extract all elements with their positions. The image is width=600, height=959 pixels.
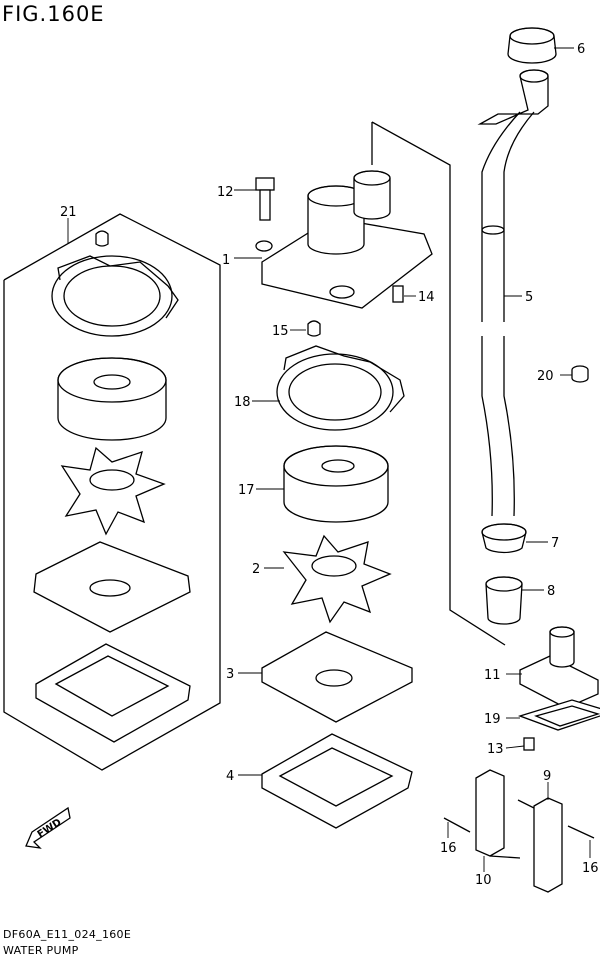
part-20-cap bbox=[571, 365, 589, 383]
callouts: 12 1 14 15 18 17 2 3 4 5 6 7 8 9 10 11 1… bbox=[60, 42, 599, 888]
callout-1: 1 bbox=[222, 253, 230, 268]
part-13-screw bbox=[523, 737, 535, 751]
part-9-bracket bbox=[517, 797, 563, 893]
leader-lines bbox=[67, 47, 591, 872]
part-3-plate bbox=[261, 631, 413, 723]
part-7-grommet bbox=[481, 523, 527, 554]
figure-name: WATER PUMP bbox=[3, 944, 79, 957]
callout-11: 11 bbox=[484, 668, 501, 683]
fwd-arrow-icon: FWD bbox=[25, 806, 71, 849]
kit-impeller-housing bbox=[57, 357, 167, 441]
callout-4: 4 bbox=[226, 769, 234, 784]
part-12-bolt bbox=[255, 177, 275, 221]
part-1-housing bbox=[255, 170, 433, 309]
kit-plate bbox=[33, 541, 191, 633]
part-5-tube bbox=[477, 69, 549, 517]
callout-6: 6 bbox=[577, 42, 585, 57]
callout-9: 9 bbox=[543, 769, 551, 784]
kit-outline bbox=[3, 213, 221, 771]
part-17-housing bbox=[283, 445, 389, 523]
part-15-plug bbox=[307, 320, 321, 337]
part-8-collar bbox=[485, 576, 523, 625]
figure-code: DF60A_E11_024_160E bbox=[3, 928, 132, 941]
part-10-bracket bbox=[475, 769, 521, 859]
callout-20: 20 bbox=[537, 369, 554, 384]
part-19-screen bbox=[517, 699, 600, 731]
kit-plug bbox=[95, 230, 109, 247]
callout-7: 7 bbox=[551, 536, 559, 551]
callout-19: 19 bbox=[484, 712, 501, 727]
callout-3: 3 bbox=[226, 667, 234, 682]
callout-17: 17 bbox=[238, 483, 255, 498]
part-6-grommet bbox=[507, 27, 557, 64]
part-4-gasket bbox=[261, 733, 413, 829]
callout-5: 5 bbox=[525, 290, 533, 305]
callout-12: 12 bbox=[217, 185, 234, 200]
part-16-screws bbox=[443, 817, 595, 839]
callout-16-right: 16 bbox=[582, 861, 599, 876]
figure-title: FIG.160E bbox=[2, 2, 105, 26]
callout-14: 14 bbox=[418, 290, 435, 305]
part-18-liner bbox=[276, 345, 405, 431]
callout-10: 10 bbox=[475, 873, 492, 888]
callout-15: 15 bbox=[272, 324, 289, 339]
callout-2: 2 bbox=[252, 562, 260, 577]
kit-gasket bbox=[35, 643, 191, 743]
part-2-impeller bbox=[282, 534, 392, 624]
callout-18: 18 bbox=[234, 395, 251, 410]
kit-liner bbox=[51, 255, 179, 337]
part-11-fitting bbox=[519, 626, 599, 709]
callout-16-left: 16 bbox=[440, 841, 457, 856]
callout-21: 21 bbox=[60, 205, 77, 220]
callout-8: 8 bbox=[547, 584, 555, 599]
bracket-lines bbox=[371, 121, 506, 646]
part-14-pin bbox=[392, 285, 404, 303]
callout-13: 13 bbox=[487, 742, 504, 757]
kit-impeller bbox=[60, 446, 166, 536]
